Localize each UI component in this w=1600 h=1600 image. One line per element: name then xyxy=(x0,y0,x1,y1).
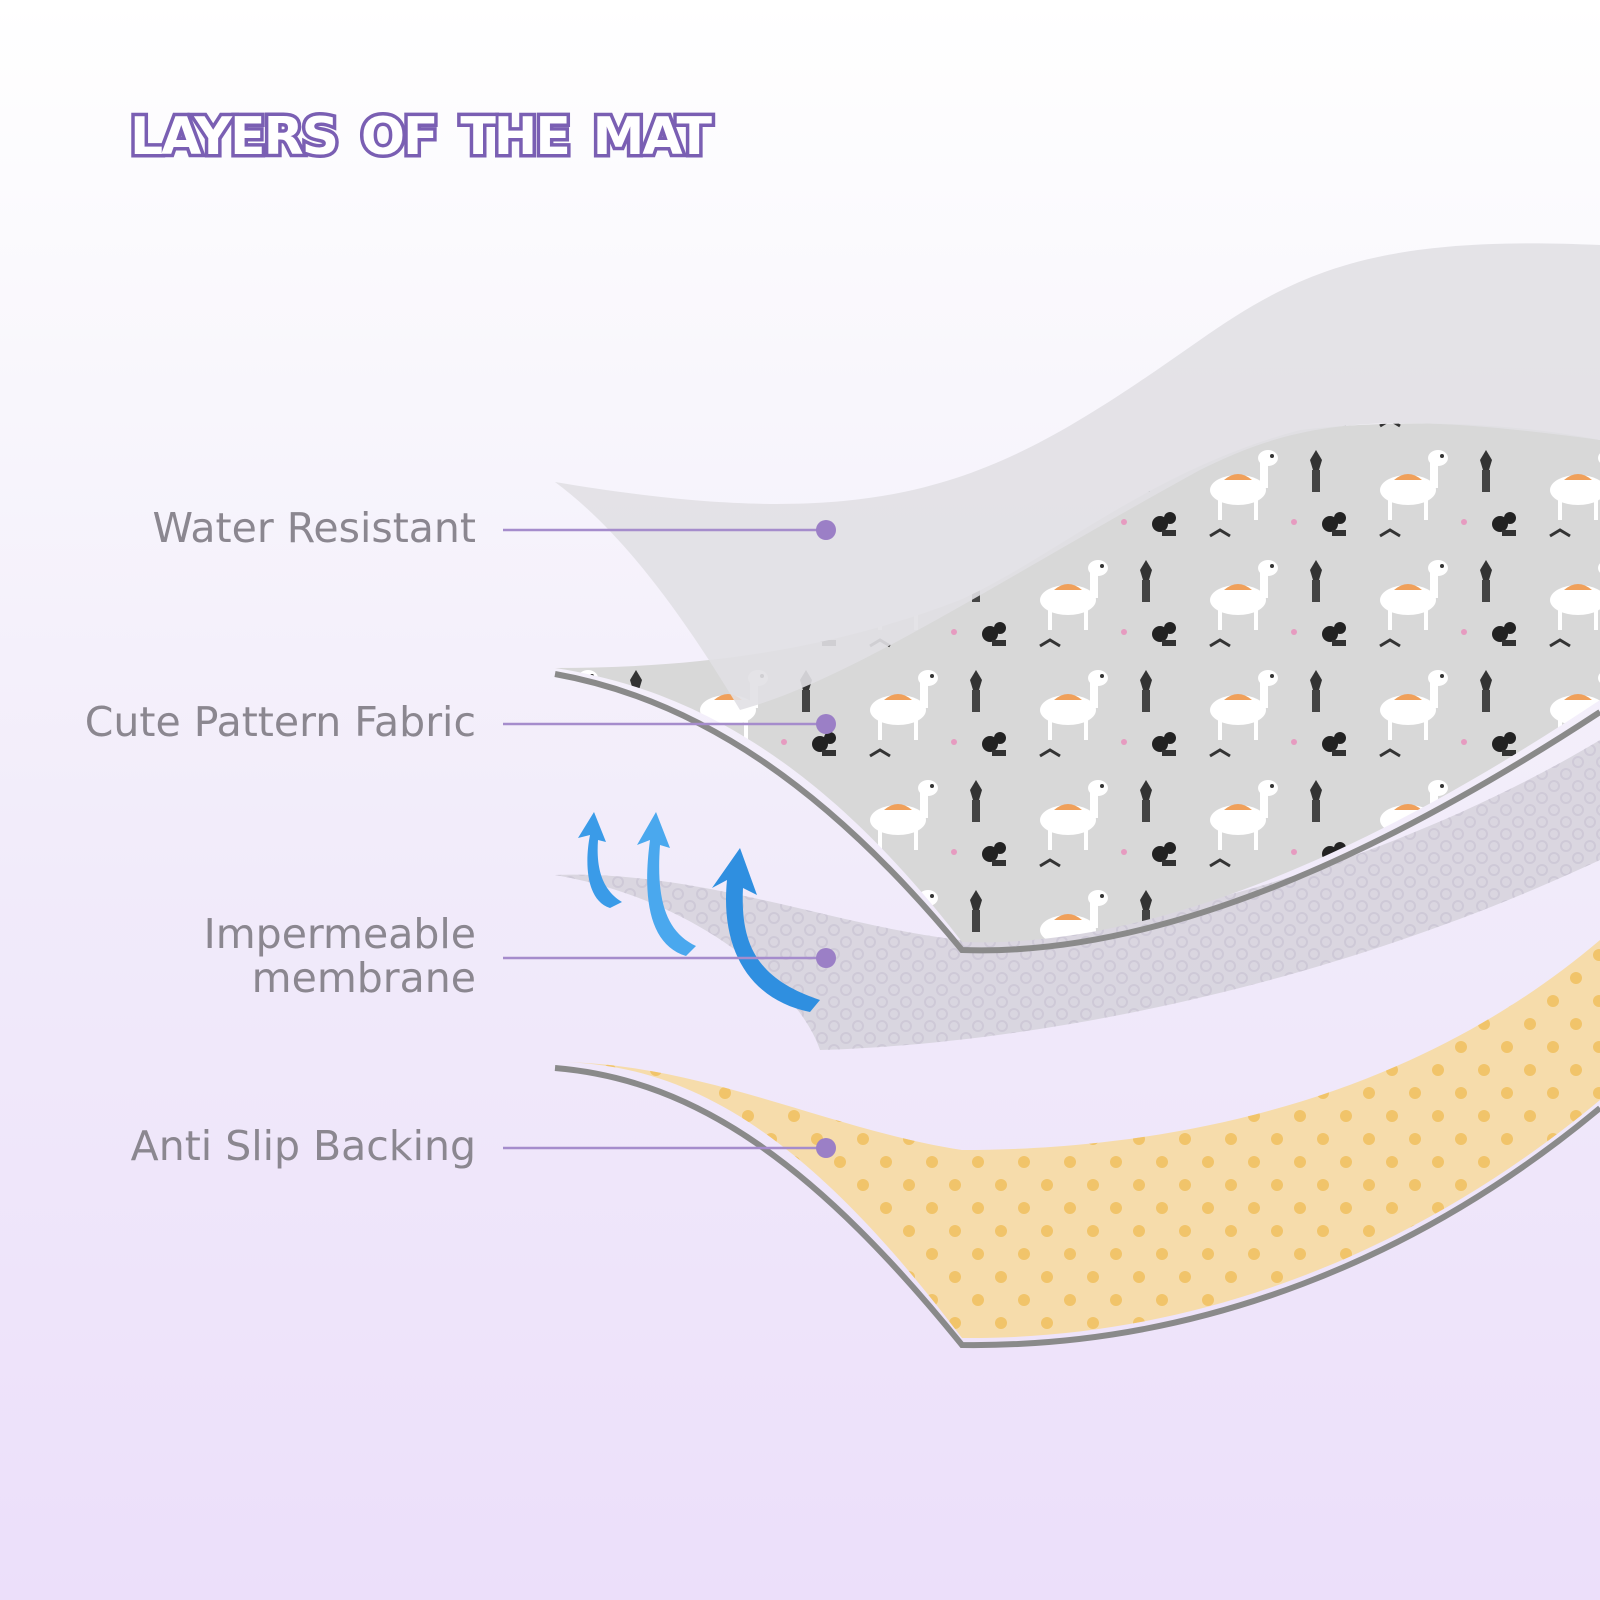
leader-lines xyxy=(503,520,836,1158)
label-anti-slip-backing: Anti Slip Backing xyxy=(130,1122,476,1170)
label-impermeable-membrane: Impermeable membrane xyxy=(204,912,476,1000)
layer-water-resistant-shape xyxy=(555,243,1600,710)
arrow-up-icon xyxy=(637,812,696,956)
label-line: Impermeable xyxy=(203,910,476,958)
leader-dot-backing xyxy=(816,1138,836,1158)
arrow-up-icon xyxy=(712,848,820,1012)
page-title: Layers of the mat xyxy=(126,86,715,172)
arrow-up-icon xyxy=(578,812,622,908)
label-water-resistant: Water Resistant xyxy=(152,504,476,552)
label-line: membrane xyxy=(251,954,476,1002)
layer-backing-shape xyxy=(554,940,1600,1349)
vapor-arrows xyxy=(578,812,820,1012)
leader-dot-water-resistant xyxy=(816,520,836,540)
leader-dot-membrane xyxy=(816,948,836,968)
label-cute-pattern-fabric: Cute Pattern Fabric xyxy=(84,698,476,746)
leader-dot-fabric xyxy=(816,714,836,734)
layer-membrane-shape xyxy=(555,740,1600,1050)
